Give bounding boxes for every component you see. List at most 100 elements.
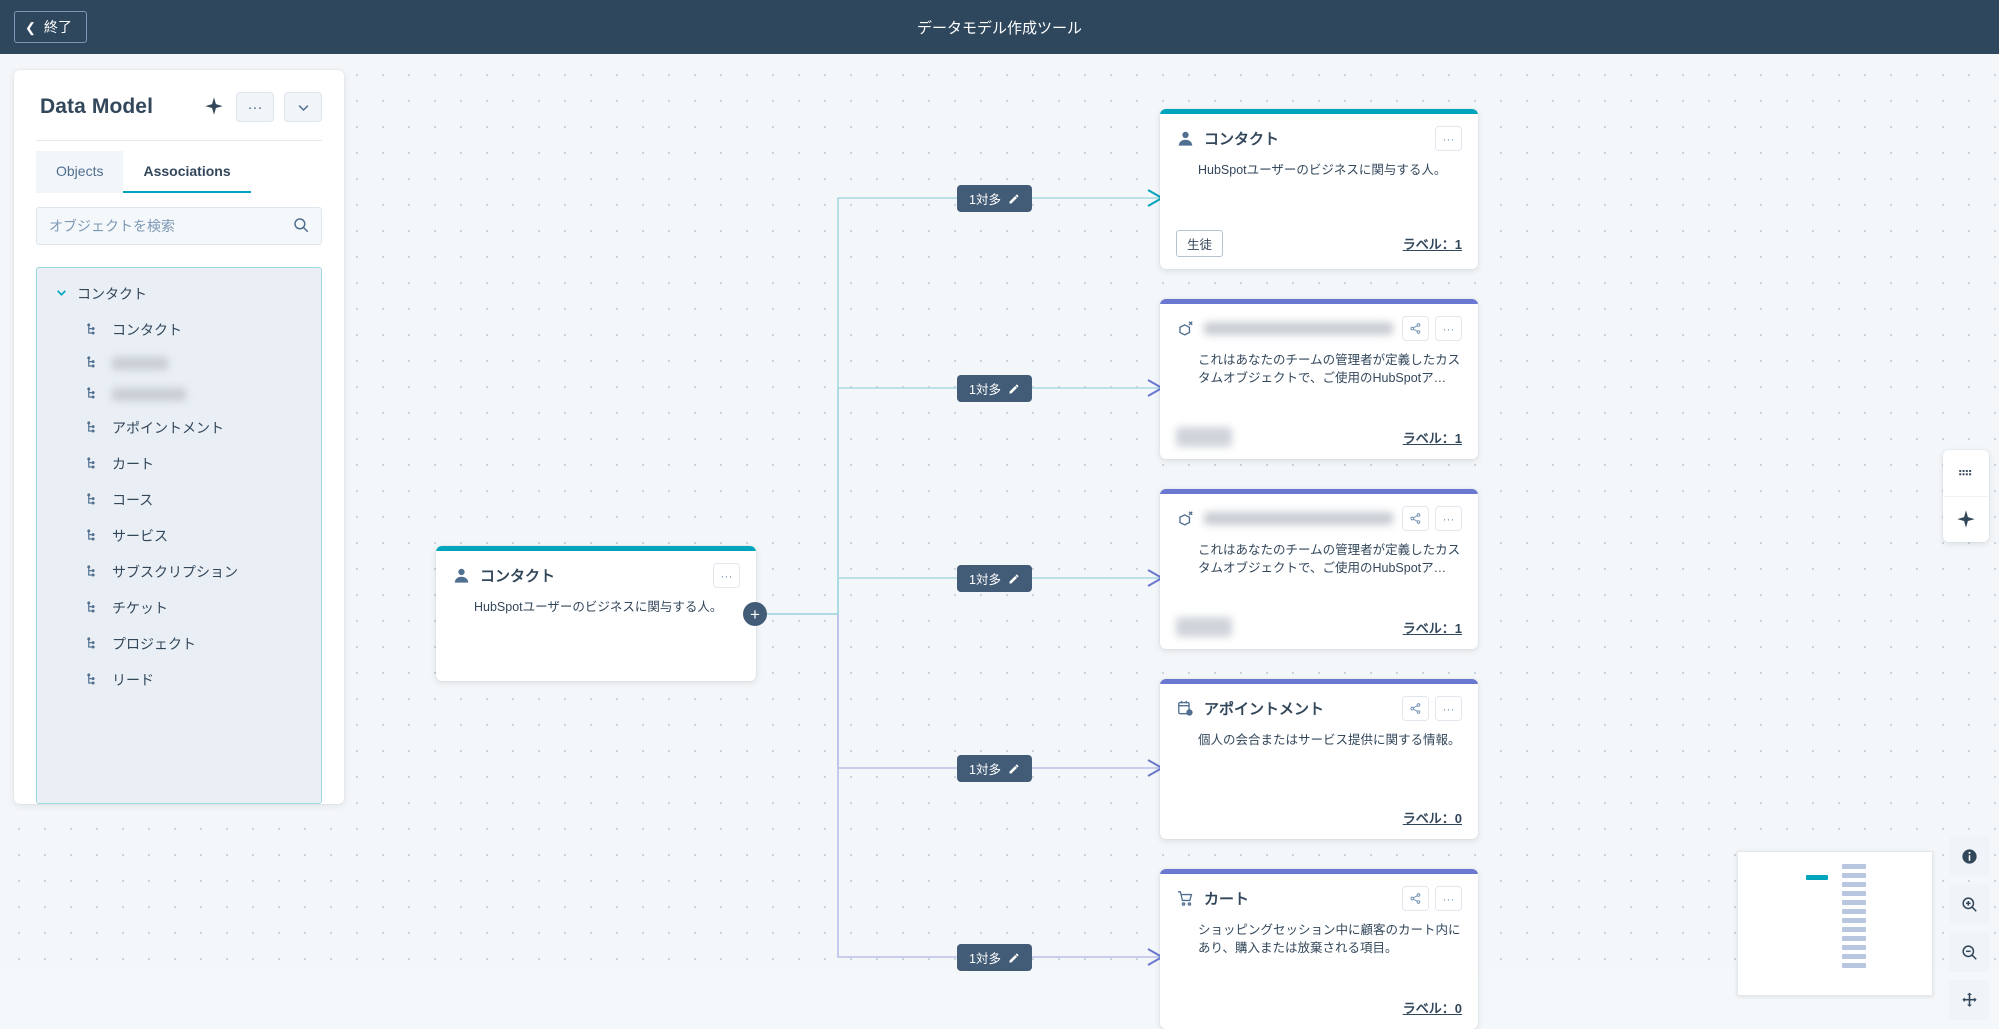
edge-cardinality-label[interactable]: 1対多	[957, 755, 1032, 782]
edit-pencil-icon[interactable]	[1008, 573, 1020, 585]
association-icon	[85, 492, 100, 508]
node-footer: ラベル：1	[1176, 427, 1462, 447]
node-actions: ···	[1402, 316, 1462, 341]
panel-more-button[interactable]: ···	[236, 92, 274, 122]
node-description: 個人の会合またはサービス提供に関する情報。	[1198, 733, 1461, 747]
tree-item[interactable]: サブスクリプション	[37, 554, 321, 590]
tree-item[interactable]: プロジェクト	[37, 626, 321, 662]
object-chip[interactable]: 生徒	[1176, 230, 1224, 257]
node-body: ··· これはあなたのチームの管理者が定義したカスタムオブジェクトで、ご使用のHu…	[1160, 494, 1478, 649]
node-description: ショッピングセッション中に顧客のカート内にあり、購入または放棄される項目。	[1198, 923, 1461, 956]
tree-item[interactable]: アポイントメント	[37, 410, 321, 446]
tree-item[interactable]	[37, 379, 321, 410]
object-node[interactable]: カート ··· ショッピングセッション中に顧客のカート内にあり、購入または放棄される…	[1160, 869, 1478, 1029]
chevron-down-icon[interactable]	[284, 92, 322, 122]
edit-pencil-icon[interactable]	[1008, 763, 1020, 775]
exit-button[interactable]: ❮ 終了	[14, 11, 87, 43]
label-count-link[interactable]: ラベル：0	[1402, 1001, 1462, 1016]
zoom-out-icon[interactable]	[1949, 932, 1989, 972]
search-icon[interactable]	[292, 216, 312, 236]
edit-pencil-icon[interactable]	[1008, 952, 1020, 964]
share-icon[interactable]	[1402, 696, 1429, 721]
node-actions: ···	[713, 563, 740, 588]
object-tree[interactable]: コンタクト コンタクトアポイントメントカートコースサービスサブスクリプションチケ…	[36, 267, 322, 804]
tree-item[interactable]: コンタクト	[37, 312, 321, 348]
tree-item[interactable]: サービス	[37, 518, 321, 554]
node-header: コンタクト ···	[1176, 126, 1462, 151]
node-description: これはあなたのチームの管理者が定義したカスタムオブジェクトで、ご使用のHubSp…	[1198, 543, 1461, 576]
edit-pencil-icon[interactable]	[1008, 383, 1020, 395]
source-object-node[interactable]: コンタクト ··· HubSpotユーザーのビジネスに関与する人。	[436, 546, 756, 681]
node-header: アポイントメント ···	[1176, 696, 1462, 721]
tab-associations[interactable]: Associations	[123, 151, 251, 193]
node-actions: ···	[1435, 126, 1462, 151]
grid-icon[interactable]	[1943, 450, 1989, 496]
label-count-link[interactable]: ラベル：0	[1402, 811, 1462, 826]
node-title: コンタクト	[1204, 131, 1280, 148]
minimap[interactable]	[1737, 851, 1933, 996]
edge-label-text: 1対多	[969, 952, 1001, 966]
share-icon[interactable]	[1402, 506, 1429, 531]
custom-object-icon	[1176, 509, 1195, 528]
label-count-link[interactable]: ラベル：1	[1402, 620, 1462, 636]
node-actions: ···	[1402, 696, 1462, 721]
tree-item[interactable]: チケット	[37, 590, 321, 626]
label-count-link[interactable]: ラベル：1	[1402, 237, 1462, 252]
node-more-button[interactable]: ···	[1435, 506, 1462, 531]
node-accent-bar	[1160, 679, 1478, 684]
object-node[interactable]: ···これはあなたのチームの管理者が定義したカスタムオブジェクトで、ご使用のHu…	[1160, 299, 1478, 459]
edge-cardinality-label[interactable]: 1対多	[957, 375, 1032, 402]
tree-item[interactable]: コース	[37, 482, 321, 518]
label-count-link[interactable]: ラベル：1	[1402, 430, 1462, 446]
node-more-button[interactable]: ···	[1435, 886, 1462, 911]
node-title: カート	[1204, 891, 1250, 908]
info-icon[interactable]	[1949, 836, 1989, 876]
chevron-left-icon: ❮	[25, 19, 36, 35]
node-more-button[interactable]: ···	[1435, 696, 1462, 721]
tree-item[interactable]: カート	[37, 446, 321, 482]
tree-item-label: サブスクリプション	[112, 564, 238, 580]
panel-tabs: Objects Associations	[14, 151, 344, 193]
fit-view-icon[interactable]	[1949, 980, 1989, 1020]
search-input[interactable]	[36, 207, 322, 245]
add-association-button[interactable]: +	[743, 602, 767, 626]
sparkle-icon[interactable]	[202, 95, 226, 119]
node-more-button[interactable]: ···	[1435, 316, 1462, 341]
panel-divider	[36, 140, 322, 141]
diagram-canvas[interactable]: Data Model ··· Objects Associations	[0, 54, 1999, 1029]
tree-item[interactable]: リード	[37, 662, 321, 698]
node-footer: ラベル：0	[1176, 808, 1462, 827]
tree-item-list: コンタクトアポイントメントカートコースサービスサブスクリプションチケットプロジェ…	[37, 312, 321, 698]
zoom-in-icon[interactable]	[1949, 884, 1989, 924]
node-header: ···	[1176, 316, 1462, 341]
association-icon	[85, 528, 100, 544]
tab-objects[interactable]: Objects	[36, 151, 124, 193]
tree-item[interactable]	[37, 348, 321, 379]
object-node[interactable]: アポイントメント ··· 個人の会合またはサービス提供に関する情報。ラベル：0	[1160, 679, 1478, 839]
tree-root-contact[interactable]: コンタクト	[37, 276, 321, 312]
edge-cardinality-label[interactable]: 1対多	[957, 185, 1032, 212]
object-chip[interactable]	[1176, 427, 1232, 447]
share-icon[interactable]	[1402, 316, 1429, 341]
object-node[interactable]: ··· これはあなたのチームの管理者が定義したカスタムオブジェクトで、ご使用のHu…	[1160, 489, 1478, 649]
node-title: アポイントメント	[1204, 701, 1325, 718]
node-more-button[interactable]: ···	[1435, 126, 1462, 151]
association-icon	[85, 636, 100, 652]
node-description: HubSpotユーザーのビジネスに関与する人。	[1198, 163, 1447, 177]
node-accent-bar	[1160, 489, 1478, 494]
share-icon[interactable]	[1402, 886, 1429, 911]
node-body: カート ··· ショッピングセッション中に顧客のカート内にあり、購入または放棄される…	[1160, 874, 1478, 1029]
edge-cardinality-label[interactable]: 1対多	[957, 944, 1032, 971]
tree-item-label	[112, 388, 186, 401]
tree-item-label: カート	[112, 456, 154, 472]
edge-cardinality-label[interactable]: 1対多	[957, 565, 1032, 592]
sparkle-icon[interactable]	[1943, 496, 1989, 542]
object-node[interactable]: コンタクト ··· HubSpotユーザーのビジネスに関与する人。生徒 ラベル：1	[1160, 109, 1478, 269]
node-more-button[interactable]: ···	[713, 563, 740, 588]
node-footer: ラベル：0	[1176, 998, 1462, 1017]
association-icon	[85, 420, 100, 436]
association-icon	[85, 387, 100, 402]
edit-pencil-icon[interactable]	[1008, 193, 1020, 205]
object-chip[interactable]	[1176, 617, 1232, 637]
node-title: コンタクト	[480, 568, 556, 585]
